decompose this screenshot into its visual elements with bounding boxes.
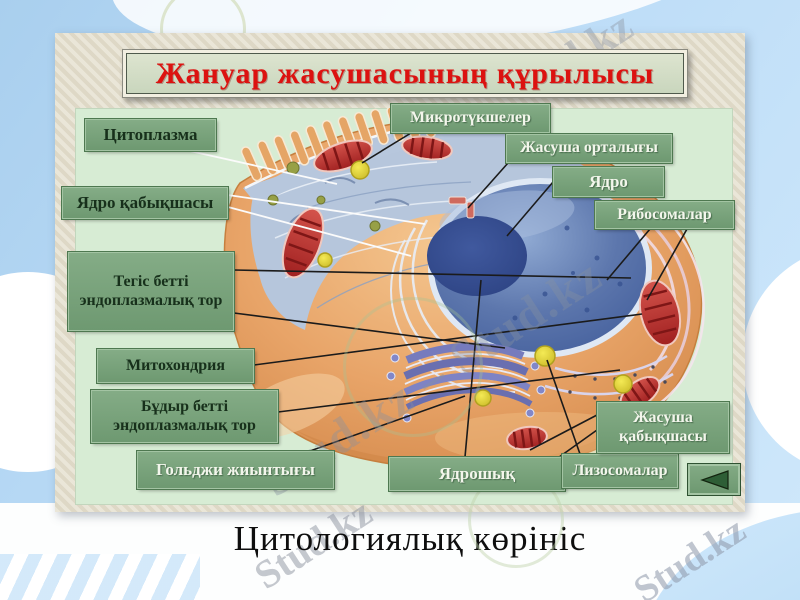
label-ribosomes: Рибосомалар — [594, 200, 735, 230]
label-connector-lines — [233, 132, 688, 461]
label-smooth-er: Тегіс бетті эндоплазмалық тор — [67, 251, 235, 332]
label-cytoplasm: Цитоплазма — [84, 118, 217, 152]
back-arrow-icon — [700, 469, 729, 490]
title-box: Жануар жасушасының құрылысы — [122, 49, 688, 98]
mitochondria — [281, 135, 682, 451]
label-rough-er: Бұдыр бетті эндоплазмалық тор — [90, 389, 279, 444]
label-microvilli: Микротүкшелер — [390, 103, 551, 134]
label-connector-lines-white — [189, 150, 426, 257]
label-golgi-apparatus: Гольджи жиынтығы — [136, 450, 335, 490]
label-nucleus: Ядро — [552, 166, 665, 198]
label-nuclear-envelope: Ядро қабықшасы — [61, 186, 229, 220]
slide-caption: Цитологиялық көрініс — [233, 519, 587, 558]
label-mitochondria: Митохондрия — [96, 348, 255, 384]
label-cell-membrane: Жасуша қабықшасы — [596, 401, 730, 454]
lysosomes — [317, 160, 633, 407]
label-lysosomes: Лизосомалар — [561, 453, 679, 489]
label-cell-center: Жасуша орталығы — [505, 133, 673, 164]
nucleolus-organelle — [427, 216, 527, 296]
background-circle-right — [742, 245, 800, 475]
slide-title: Жануар жасушасының құрылысы — [126, 53, 684, 94]
nucleus — [427, 178, 652, 358]
label-nucleolus: Ядрошық — [388, 456, 566, 492]
back-button[interactable] — [687, 463, 741, 496]
background-stripes-bottom-left — [0, 554, 200, 600]
